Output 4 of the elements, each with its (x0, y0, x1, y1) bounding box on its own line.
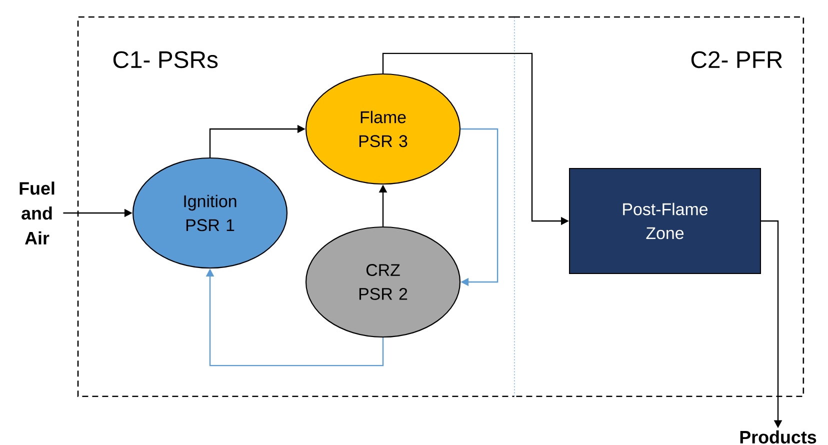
stream-label: Products (740, 430, 816, 444)
stream-label: Fuel and Air (20, 182, 54, 244)
reactor-box: Post-Flame Zone (569, 168, 761, 274)
flow-arrow (460, 128, 498, 286)
